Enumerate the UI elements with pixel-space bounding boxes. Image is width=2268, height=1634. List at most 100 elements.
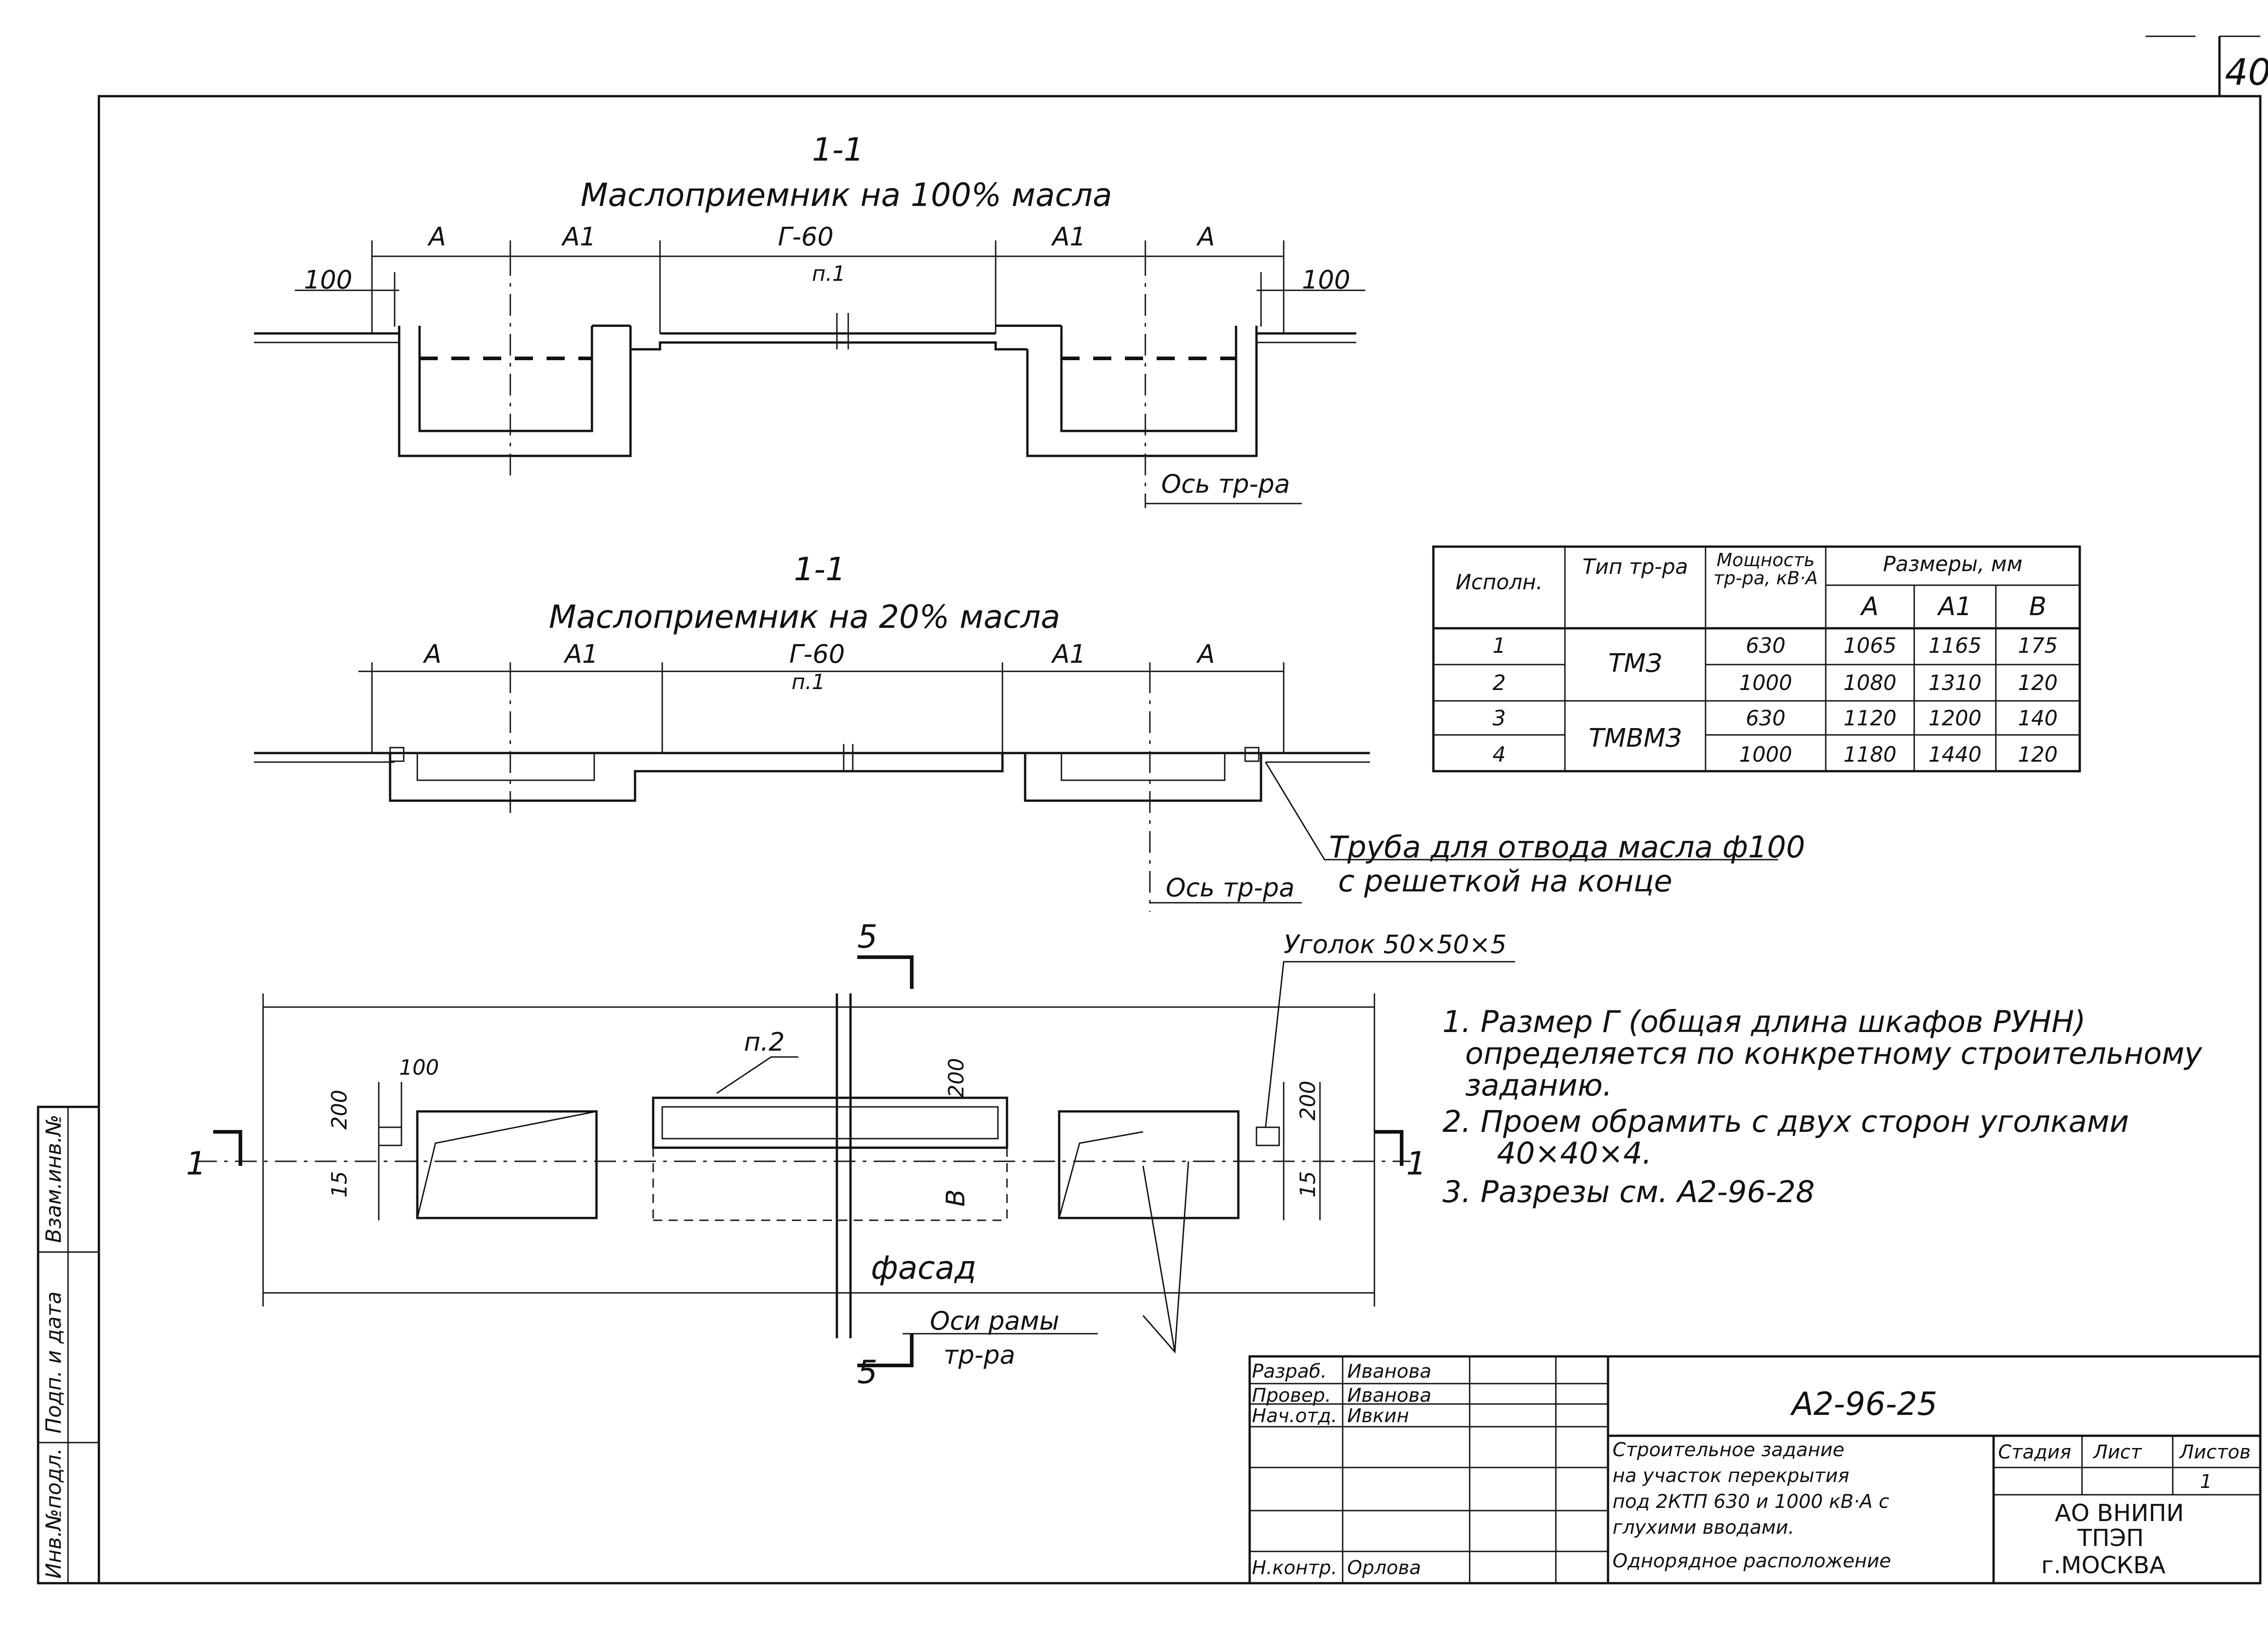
tb-desc-4: глухими вводами.: [1613, 1516, 1794, 1538]
section-mid-mark: 1-1: [794, 551, 846, 588]
table-row-3-type: ТМВМЗ: [1589, 724, 1682, 753]
pipe-label-2: с решеткой на конце: [1338, 864, 1672, 899]
tb-name-6: Орлова: [1347, 1556, 1421, 1579]
note-1c: заданию.: [1465, 1068, 1613, 1103]
table-head-sizes: Размеры, мм: [1883, 552, 2023, 576]
stamp-inv-podl: Инв.№подл.: [41, 1448, 66, 1579]
dim-200-left: 200: [327, 1090, 352, 1130]
table-head-type: Тип тр-ра: [1582, 554, 1688, 579]
table-row-2-a: 1080: [1843, 670, 1897, 695]
tb-stage-label: Стадия: [1998, 1441, 2072, 1463]
table-row-4-ispoln: 4: [1492, 742, 1506, 767]
facade-label: фасад: [871, 1249, 977, 1287]
tb-org-2: ТПЭП: [2077, 1525, 2144, 1552]
cut-mark-left: 1: [186, 1145, 206, 1182]
tb-name-1: Иванова: [1347, 1360, 1432, 1382]
table-row-1-a: 1065: [1843, 633, 1897, 658]
note-3: 3. Разрезы см. А2-96-28: [1442, 1174, 1815, 1209]
dim-200-mid: 200: [944, 1058, 968, 1098]
table-row-3-ispoln: 3: [1492, 706, 1506, 730]
axis-label-mid: Ось тр-ра: [1166, 873, 1295, 903]
tb-role-1: Разраб.: [1252, 1360, 1327, 1382]
dim-g60-mid: Г-60: [789, 640, 845, 669]
section-top-title: Маслоприемник на 100% масла: [581, 176, 1112, 214]
section-mark-5-bottom: 5: [857, 1354, 878, 1391]
dim-a1-left-mid: А1: [565, 640, 598, 669]
table-sub-a: А: [1861, 592, 1879, 621]
table-row-1-type: ТМЗ: [1608, 649, 1662, 678]
note-p2: п.2: [744, 1027, 785, 1057]
title-block-grid: [1250, 1356, 2260, 1583]
dim-a-right: А: [1198, 222, 1215, 252]
table-row-1-power: 630: [1745, 633, 1786, 658]
note-p1-top: п.1: [812, 261, 846, 286]
table-sub-b: В: [2029, 592, 2047, 621]
dim-100-right: 100: [1302, 265, 1350, 295]
tb-desc-3: под 2КТП 630 и 1000 кВ·А с: [1613, 1490, 1889, 1512]
dim-15-left: 15: [327, 1171, 352, 1198]
sheet-number: 40: [2225, 51, 2268, 93]
dim-a-left-mid: А: [424, 640, 442, 669]
table-row-1-a1: 1165: [1928, 633, 1982, 658]
axes-label-2: тр-ра: [943, 1340, 1016, 1370]
tb-org-1: АО ВНИПИ: [2055, 1500, 2184, 1527]
section-mid-title: Маслоприемник на 20% масла: [549, 598, 1061, 636]
table-row-4-power: 1000: [1739, 742, 1793, 767]
dims-table-grid: [1433, 547, 2080, 771]
axis-label-top: Ось тр-ра: [1161, 470, 1290, 499]
tb-desc-5: Однорядное расположение: [1613, 1550, 1892, 1572]
tb-org-3: г.МОСКВА: [2041, 1552, 2166, 1579]
note-1b: определяется по конкретному строительном…: [1465, 1036, 2202, 1071]
dim-b-plan: В: [941, 1189, 971, 1207]
dim-100-left: 100: [304, 265, 352, 295]
table-row-4-b: 120: [2018, 742, 2058, 767]
table-row-3-a1: 1200: [1928, 706, 1982, 730]
tb-name-2: Иванова: [1347, 1384, 1432, 1406]
note-2b: 40×40×4.: [1497, 1136, 1652, 1171]
dim-200-right: 200: [1295, 1081, 1320, 1120]
section-mark-5-top: 5: [857, 918, 878, 955]
table-row-1-b: 175: [2018, 633, 2058, 658]
table-head-ispoln: Исполн.: [1455, 570, 1543, 594]
note-2: 2. Проем обрамить с двух сторон уголками: [1442, 1104, 2129, 1139]
tb-role-2: Провер.: [1252, 1384, 1331, 1406]
tb-sheet-value: 1: [2200, 1470, 2212, 1492]
section-mid-drawing: [254, 662, 1778, 912]
tb-role-3: Нач.отд.: [1252, 1404, 1338, 1427]
doc-code: А2-96-25: [1792, 1385, 1938, 1423]
tb-desc-2: на участок перекрытия: [1613, 1464, 1849, 1487]
dim-a1-right-mid: А1: [1052, 640, 1086, 669]
angle-label: Уголок 50×50×5: [1284, 930, 1507, 959]
table-row-3-b: 140: [2018, 706, 2058, 730]
dim-a1-left: А1: [562, 222, 596, 252]
table-row-1-ispoln: 1: [1492, 633, 1506, 658]
cut-mark-right: 1: [1406, 1145, 1427, 1182]
axes-label-1: Оси рамы: [930, 1306, 1060, 1336]
table-row-3-power: 630: [1745, 706, 1786, 730]
table-row-2-a1: 1310: [1928, 670, 1982, 695]
dim-15-right: 15: [1295, 1171, 1320, 1198]
note-1: 1. Размер Г (общая длина шкафов РУНН): [1442, 1004, 2086, 1039]
section-top-mark: 1-1: [812, 131, 864, 168]
tb-sheet-label: Лист: [2093, 1441, 2142, 1463]
table-row-2-ispoln: 2: [1492, 670, 1506, 695]
dim-g60: Г-60: [778, 222, 834, 252]
tb-sheets-label: Листов: [2180, 1441, 2251, 1463]
note-p1-mid: п.1: [792, 670, 825, 694]
sheet-frame: [99, 96, 2260, 1583]
table-row-3-a: 1120: [1843, 706, 1897, 730]
table-row-4-a1: 1440: [1928, 742, 1982, 767]
tb-desc-1: Строительное задание: [1613, 1438, 1845, 1461]
dim-100-plan: 100: [399, 1055, 439, 1080]
dim-a-right-mid: А: [1198, 640, 1215, 669]
section-top-drawing: [254, 240, 1365, 508]
tb-role-6: Н.контр.: [1252, 1556, 1337, 1579]
plan-drawing: [195, 957, 1515, 1365]
dim-a-left: А: [429, 222, 446, 252]
dim-a1-right: А1: [1052, 222, 1086, 252]
stamp-podp-data: Подп. и дата: [41, 1291, 66, 1433]
stamp-vzam-inv: Взам.инв.№: [41, 1114, 66, 1243]
table-row-4-a: 1180: [1843, 742, 1897, 767]
pipe-label-1: Труба для отвода масла ф100: [1329, 830, 1805, 865]
